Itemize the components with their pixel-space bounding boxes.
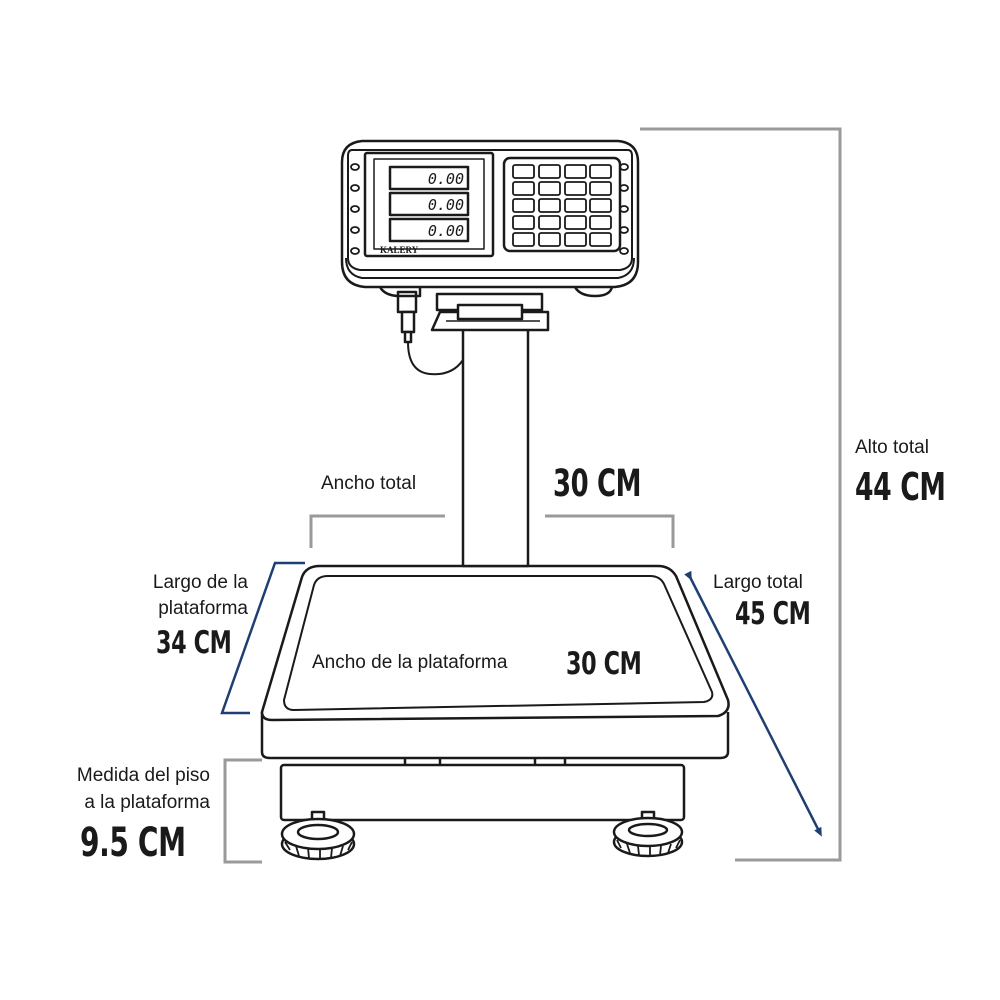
base-frame	[279, 763, 686, 822]
display-readouts: 0.00 0.00 0.00	[428, 170, 464, 240]
largo-plataforma-label-1: Largo de la	[152, 572, 248, 593]
platform	[260, 564, 730, 760]
display-head	[340, 139, 640, 298]
gray-dimension-lines	[223, 127, 842, 864]
left-foot	[280, 810, 356, 861]
alto-total-label: Alto total	[855, 437, 929, 458]
largo-plataforma-value: 34 CM	[156, 625, 232, 661]
ancho-plataforma-value: 30 CM	[566, 646, 642, 682]
medida-piso-label-1: Medida del piso	[76, 765, 210, 786]
brand-logo: KALERY	[380, 245, 419, 255]
alto-total-value: 44 CM	[855, 465, 946, 509]
medida-piso-label-2: a la plataforma	[84, 792, 210, 813]
ancho-total-value: 30 CM	[553, 462, 642, 505]
largo-plataforma-line	[220, 561, 305, 715]
right-foot	[612, 810, 684, 858]
pole	[461, 318, 530, 568]
largo-total-label: Largo total	[713, 572, 803, 593]
mount-bracket	[430, 292, 550, 332]
largo-plataforma-label-2: plataforma	[158, 598, 248, 619]
largo-total-value: 45 CM	[735, 596, 811, 632]
alto-total-bracket	[640, 127, 842, 862]
ancho-total-bracket-left	[309, 514, 445, 548]
medida-piso-value: 9.5 CM	[80, 820, 186, 866]
medida-piso-bracket	[223, 758, 262, 864]
display-2-value: 0.00	[428, 196, 464, 214]
ancho-total-bracket-right	[545, 514, 675, 548]
display-1-value: 0.00	[428, 170, 464, 188]
largo-total-arrow	[684, 570, 822, 837]
scale-drawing	[260, 139, 730, 861]
display-3-value: 0.00	[428, 222, 464, 240]
ancho-total-label: Ancho total	[321, 473, 417, 494]
ancho-plataforma-label: Ancho de la plataforma	[312, 652, 508, 673]
keypad-keys	[512, 164, 612, 247]
